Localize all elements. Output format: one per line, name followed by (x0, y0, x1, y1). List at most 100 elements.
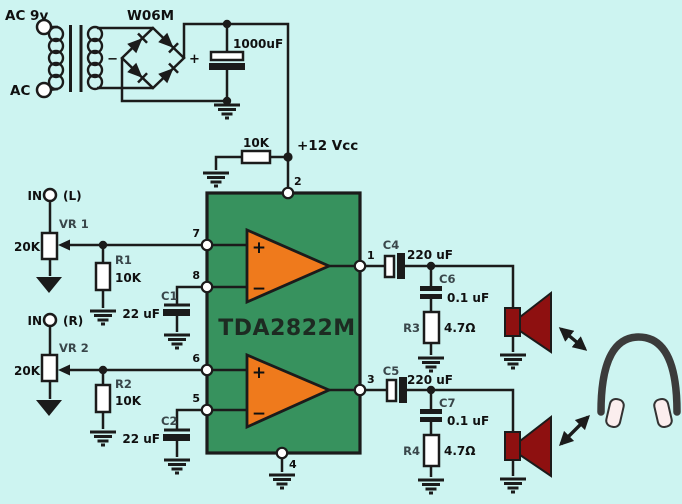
opamp-left-plus: + (252, 238, 266, 258)
pin-1-label: 1 (367, 249, 375, 262)
opamp-right-channel (245, 352, 333, 430)
capacitor-c2-name: C2 (161, 414, 177, 428)
supply-rail-label: +12 Vcc (297, 138, 358, 154)
input-left-terminal (42, 187, 58, 203)
double-arrow-icon (558, 414, 591, 447)
resistor-r4-name: R4 (403, 444, 420, 458)
volume-pot-right-name: VR 2 (59, 341, 89, 355)
amplifier-chip: TDA2822M + − + − 2 7 8 6 5 1 3 4 (192, 175, 375, 490)
capacitor-c6 (420, 286, 442, 299)
junction-dot (283, 152, 293, 162)
speaker-left (504, 290, 552, 354)
speaker-right (504, 414, 552, 478)
resistor-r4 (422, 433, 441, 468)
ground-symbol (36, 277, 62, 293)
capacitor-c4-value: 220 uF (407, 248, 453, 262)
input-right-section: IN (R) VR 2 20K R2 10K C2 22 uF (14, 312, 207, 475)
resistor-r1-value: 10K (115, 271, 142, 285)
resistor-r1-name: R1 (115, 253, 132, 267)
pin-7-input (200, 238, 214, 252)
junction-dot (222, 19, 232, 29)
headphone-band (597, 333, 681, 416)
resistor-r3-value: 4.7Ω (444, 321, 475, 335)
bridge-minus-sign: − (107, 52, 118, 67)
headphones (558, 327, 681, 447)
speaker-right-driver (504, 431, 521, 461)
volume-pot-right (40, 353, 59, 383)
pin-2-vcc (281, 186, 295, 200)
bridge-rectifier: − + (107, 26, 200, 90)
pin-1-output (353, 259, 367, 273)
resistor-r2-value: 10K (115, 394, 142, 408)
resistor-r2 (94, 383, 112, 414)
headphone-pad-right (653, 397, 673, 429)
capacitor-c2 (163, 428, 190, 441)
capacitor-c1-name: C1 (161, 289, 177, 303)
bias-resistor-value: 10K (243, 136, 270, 150)
power-wires (47, 22, 290, 188)
input-right-terminal (42, 312, 58, 328)
pin-8-label: 8 (192, 269, 200, 282)
transformer-core (69, 25, 83, 92)
input-right-label: IN (27, 314, 42, 328)
volume-pot-left-value: 20K (14, 240, 41, 254)
pin-6-label: 6 (192, 352, 200, 365)
speaker-left-driver (504, 307, 521, 337)
pin-3-output (353, 383, 367, 397)
chip-part-number: TDA2822M (218, 316, 355, 341)
pot-right-wiper-arrow-icon (58, 364, 70, 376)
pin-5-feedback (200, 403, 214, 417)
pin-4-ground (275, 446, 289, 460)
capacitor-c6-value: 0.1 uF (447, 291, 489, 305)
capacitor-c4-name: C4 (383, 238, 399, 252)
capacitor-c1-value: 22 uF (122, 307, 160, 321)
pin-5-label: 5 (192, 392, 200, 405)
opamp-right-plus: + (252, 363, 266, 383)
opamp-left-channel (245, 227, 333, 305)
ac-terminal-top (35, 18, 53, 36)
pin-4-label: 4 (289, 458, 297, 471)
capacitor-c2-value: 22 uF (122, 432, 160, 446)
headphone-pad-left (605, 397, 625, 429)
resistor-r3-name: R3 (403, 321, 420, 335)
capacitor-c7 (420, 409, 442, 422)
capacitor-c5-value: 220 uF (407, 373, 453, 387)
bias-resistor (240, 149, 272, 165)
volume-pot-right-value: 20K (14, 364, 41, 378)
pin-7-label: 7 (192, 227, 200, 240)
capacitor-c5-name: C5 (383, 364, 399, 378)
capacitor-c1 (163, 303, 190, 316)
pin-6-input (200, 363, 214, 377)
ac-label: AC (10, 83, 30, 99)
filter-capacitor (209, 50, 245, 70)
ac-terminal-bottom (35, 81, 53, 99)
output-right-section: C5 220 uF C7 0.1 uF R4 4.7Ω (365, 364, 552, 495)
pin-2-label: 2 (294, 175, 302, 188)
power-supply-section: AC 9v AC W06M (5, 8, 358, 188)
bridge-plus-sign: + (189, 52, 200, 67)
opamp-left-minus: − (252, 279, 266, 299)
resistor-r3 (422, 310, 441, 345)
output-left-section: C4 220 uF C6 0.1 uF R3 4.7Ω (365, 238, 552, 373)
resistor-r2-name: R2 (115, 377, 132, 391)
double-arrow-icon (558, 327, 588, 351)
capacitor-c6-name: C6 (439, 272, 455, 286)
filter-capacitor-value: 1000uF (233, 37, 283, 51)
transformer (47, 25, 104, 92)
volume-pot-left (40, 231, 59, 261)
pin-3-label: 3 (367, 373, 375, 386)
pot-left-wiper-arrow-icon (58, 239, 70, 251)
pin-8-feedback (200, 280, 214, 294)
input-left-section: IN (L) VR 1 20K R1 10K C1 22 uF (14, 187, 207, 350)
bridge-rectifier-label: W06M (127, 8, 174, 24)
junction-dot (222, 96, 232, 106)
input-left-label: IN (27, 189, 42, 203)
resistor-r1 (94, 261, 112, 292)
transformer-primary-coil (47, 25, 65, 91)
capacitor-c4 (383, 253, 405, 279)
ground-symbol (36, 400, 62, 416)
volume-pot-left-name: VR 1 (59, 217, 89, 231)
input-left-channel: (L) (63, 189, 82, 203)
capacitor-c5 (385, 377, 407, 403)
